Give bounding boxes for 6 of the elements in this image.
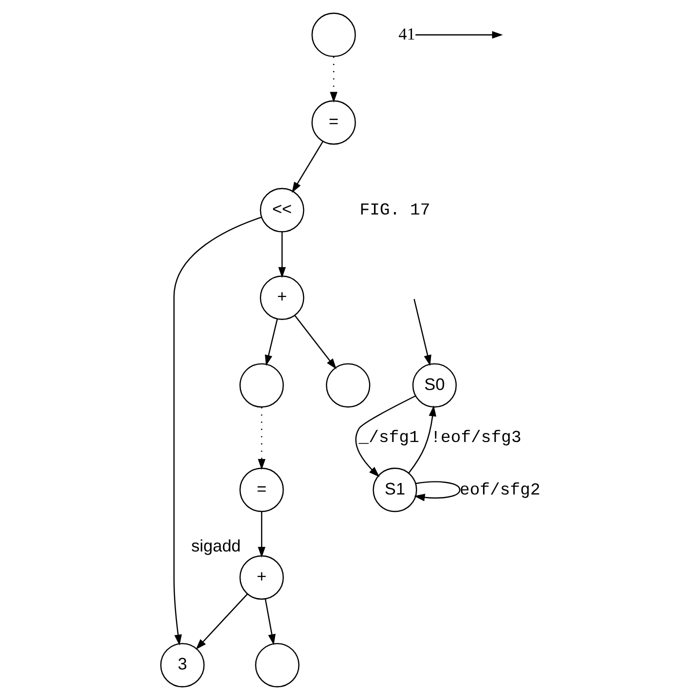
edge-label: eof/sfg2 (459, 481, 540, 500)
edge-label: !eof/sfg3 (430, 429, 521, 448)
edge-label: _/sfg1 (358, 429, 419, 448)
node-text: 41 (398, 24, 415, 44)
node-label: sigadd (190, 536, 240, 556)
label: FIG. 17 (359, 202, 430, 221)
